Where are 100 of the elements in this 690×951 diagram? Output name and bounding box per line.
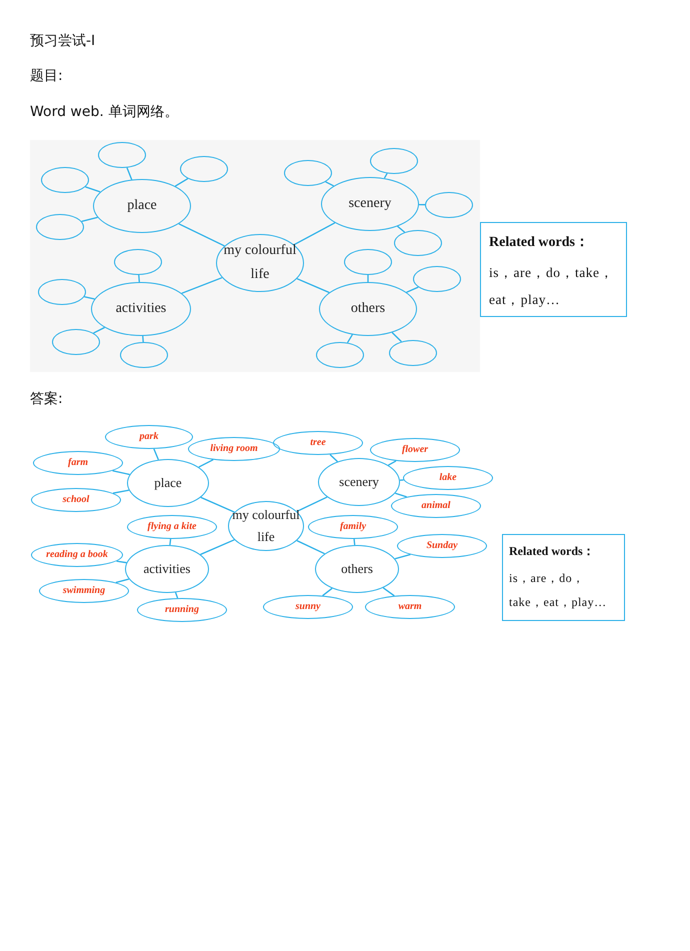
node-label: sunny [295,600,320,614]
answer-ellipse [137,598,227,622]
answer-ellipse [31,543,123,567]
node-label: place [127,196,157,215]
blank-ellipse [389,340,437,366]
text-line: 预习尝试-I [30,32,96,50]
connector-line [353,538,356,546]
connector-line [82,216,98,222]
node-label: reading a book [46,548,108,562]
category-ellipse [127,459,209,507]
answer-ellipse [391,494,481,518]
connector-line [400,479,404,481]
connector-line [346,334,353,344]
note-text: is，are，do，take，eat，play… [489,264,615,309]
answer-ellipse [31,488,121,512]
blank-ellipse [52,329,100,355]
node-label: place [154,474,182,492]
node-label: lake [439,471,457,485]
blank-ellipse [180,156,228,182]
blank-ellipse [36,214,84,240]
connector-line [330,454,338,462]
blank-ellipse [284,160,332,186]
answer-ellipse [365,595,455,619]
node-label: family [340,520,366,534]
answer-ellipse [273,431,363,455]
blank-ellipse [316,342,364,368]
category-ellipse [315,545,399,593]
connector-line [85,186,100,193]
connector-line [174,592,178,598]
answer-ellipse [39,579,129,603]
connector-line [397,226,406,233]
text-line: 题目: [30,67,63,85]
node-label: animal [422,499,450,513]
answer-ellipse [127,515,217,539]
connector-line [296,496,328,512]
node-label: park [140,430,158,444]
blank-ellipse [114,249,162,275]
answer-ellipse [370,438,460,462]
connector-line [112,470,130,476]
connector-line [116,578,130,584]
node-label: my colourful life [222,242,298,284]
connector-line [93,326,105,334]
connector-line [142,336,144,342]
connector-line [395,492,407,498]
connector-line [392,332,402,342]
connector-line [325,181,334,186]
connector-line [112,490,130,494]
connector-line [294,222,336,246]
answer-ellipse [308,515,398,539]
node-label: swimming [62,584,106,598]
answer-ellipse [403,466,493,490]
connector-line [174,178,188,187]
blank-ellipse [38,279,86,305]
note-box [502,534,625,621]
node-label: others [341,560,373,578]
connector-line [138,274,140,282]
answer-ellipse [263,595,353,619]
category-ellipse [125,545,209,593]
note-text: is，are，do，take，eat，play… [509,570,608,611]
connector-line [406,286,419,293]
connector-line [198,459,214,468]
node-label: activities [116,300,166,318]
connector-line [296,278,330,294]
connector-line [116,560,127,564]
category-ellipse [319,282,417,336]
node-label: my colourful life [231,506,301,546]
connector-line [126,167,132,180]
blank-ellipse [425,192,473,218]
blank-ellipse [344,249,392,275]
connector-line [181,277,222,294]
connector-line [382,587,395,596]
connector-line [367,275,369,282]
connector-line [200,539,235,556]
text-line: Word web. 单词网络。 [30,103,178,121]
note-heading: Related words： [489,234,590,251]
connector-line [388,460,396,466]
text-line: 答案: [30,390,63,408]
blank-ellipse [413,266,461,292]
answer-ellipse [188,437,280,461]
node-label: running [165,603,199,617]
node-label: scenery [339,472,379,491]
connector-line [153,448,159,460]
node-label: warm [398,600,422,614]
blank-ellipse [370,148,418,174]
note-box [480,222,627,317]
connector-line [322,588,332,596]
node-label: others [350,300,386,318]
node-label: scenery [348,194,392,213]
node-label: flower [402,443,428,457]
answer-ellipse [33,451,123,475]
connector-line [418,204,426,206]
blank-ellipse [394,230,442,256]
connector-line [296,540,325,554]
category-ellipse [91,282,191,336]
center-ellipse [216,234,304,292]
answer-ellipse [397,534,487,558]
node-label: living room [210,442,258,456]
connector-line [178,223,225,246]
node-label: activities [144,560,190,578]
connector-line [384,173,388,179]
